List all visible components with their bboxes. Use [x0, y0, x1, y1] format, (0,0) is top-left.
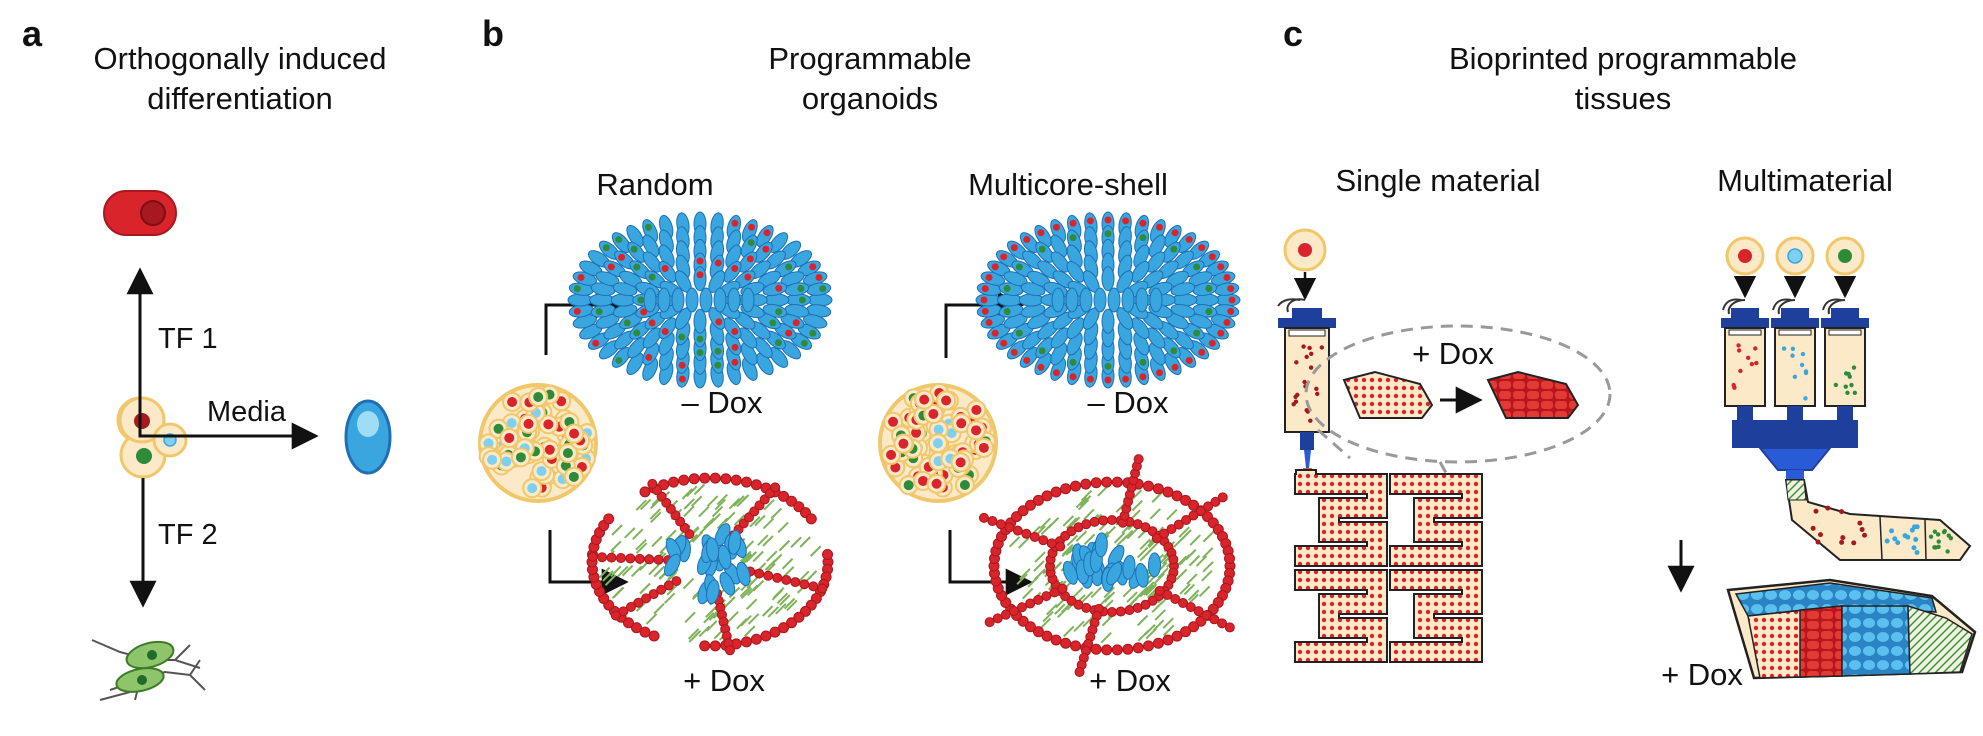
panel-b-graphics — [478, 211, 1241, 677]
multicore-plus-dox-organoid-icon — [978, 454, 1236, 677]
multicore-arrow-down — [948, 530, 1033, 596]
multimaterial-syringes-icon — [1721, 236, 1972, 561]
multimaterial-tissue-icon — [1726, 578, 1977, 680]
random-label: Random — [596, 167, 714, 202]
tf1-label: TF 1 — [158, 323, 218, 355]
neuron-cells-icon — [91, 639, 206, 701]
media-label: Media — [207, 396, 286, 428]
multicore-aggregate-icon — [878, 383, 998, 503]
panel-c-title-line2: tissues — [1574, 81, 1672, 116]
post-dox-block-icon — [1486, 370, 1580, 419]
callout-plus-dox-label: + Dox — [1412, 336, 1494, 371]
multicore-minus-dox-label: – Dox — [1087, 385, 1169, 420]
random-minus-dox-label: – Dox — [681, 385, 763, 420]
panel-b-title-line2: organoids — [801, 81, 939, 116]
random-aggregate-icon — [478, 383, 598, 503]
multimaterial-label: Multimaterial — [1717, 163, 1893, 198]
panel-b-title-line1: Programmable — [768, 41, 972, 76]
red-cell-nucleus-icon — [140, 200, 166, 226]
panel-a-title-line1: Orthogonally induced — [93, 41, 387, 76]
panel-c-letter: c — [1283, 13, 1304, 54]
panel-c-title-line1: Bioprinted programmable — [1448, 41, 1798, 76]
panel-a-letter: a — [22, 13, 43, 54]
panel-b-letter: b — [482, 13, 504, 54]
pre-dox-block-icon — [1342, 370, 1434, 419]
panel-a-graphics — [91, 190, 392, 701]
tf2-label: TF 2 — [158, 519, 218, 551]
multimaterial-plus-dox-label: + Dox — [1661, 657, 1743, 692]
printed-lattice-icon — [1294, 469, 1483, 663]
random-plus-dox-organoid-icon — [586, 472, 834, 656]
dox-callout-ellipse — [1304, 324, 1612, 464]
panel-c-graphics — [1277, 228, 1977, 680]
single-material-label: Single material — [1335, 163, 1541, 198]
random-minus-dox-organoid-icon — [567, 211, 833, 389]
tf1-arrow — [126, 267, 190, 438]
multicore-minus-dox-organoid-icon — [975, 211, 1241, 389]
multicore-plus-dox-label: + Dox — [1089, 663, 1171, 698]
blue-cell-nucleus-icon — [357, 411, 379, 437]
multicore-shell-label: Multicore-shell — [968, 167, 1168, 202]
panel-a-title-line2: differentiation — [147, 81, 333, 116]
random-plus-dox-label: + Dox — [683, 663, 765, 698]
